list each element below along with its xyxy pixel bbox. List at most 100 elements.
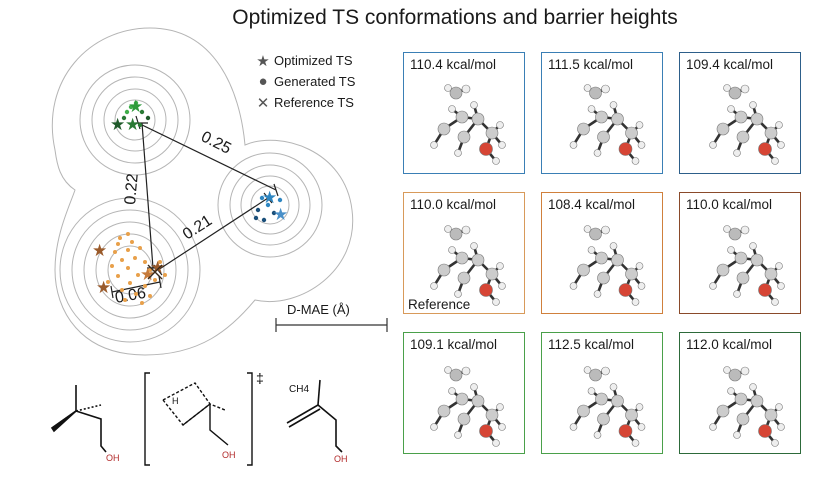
- ts-oh-label: OH: [222, 450, 236, 460]
- atom: [595, 110, 608, 124]
- atom: [723, 84, 731, 92]
- atom: [569, 282, 578, 290]
- atom: [455, 392, 469, 406]
- atom: [637, 141, 646, 149]
- atom: [593, 290, 602, 298]
- atom: [716, 263, 730, 277]
- atom: [771, 157, 779, 165]
- atom: [777, 282, 785, 290]
- atom: [496, 403, 504, 411]
- atom: [734, 392, 748, 406]
- atom: [485, 408, 499, 422]
- atom: [764, 408, 778, 422]
- panel-energy: 111.5 kcal/mol: [548, 57, 634, 72]
- atom: [611, 394, 624, 408]
- atom: [709, 282, 717, 290]
- atom: [587, 105, 596, 113]
- atom: [740, 366, 750, 376]
- green-cluster: ★ ★ ★: [110, 97, 151, 134]
- atom: [587, 246, 596, 254]
- ts-molecule: [144, 372, 253, 466]
- atom: [479, 142, 493, 156]
- atom: [444, 366, 452, 374]
- reference-label: Reference: [408, 297, 471, 312]
- atom: [593, 149, 602, 157]
- atom: [583, 225, 592, 233]
- atom: [485, 267, 499, 281]
- atom: [479, 424, 493, 438]
- atom: [716, 122, 730, 136]
- atom: [611, 253, 624, 267]
- atom: [723, 366, 731, 374]
- atom: [498, 423, 506, 431]
- atom: [728, 368, 742, 382]
- atom: [625, 126, 638, 140]
- atom: [461, 225, 471, 235]
- reactant-oh-label: OH: [106, 453, 120, 463]
- atom: [587, 387, 596, 395]
- atom: [455, 110, 469, 124]
- atom: [601, 84, 610, 94]
- atom: [635, 262, 644, 270]
- legend-row-reference: ✕ Reference TS: [252, 92, 392, 113]
- atom: [758, 424, 772, 438]
- atom: [577, 263, 590, 277]
- atom: [470, 383, 478, 391]
- atom: [618, 142, 633, 156]
- atom: [749, 242, 757, 250]
- panel-energy: 110.4 kcal/mol: [410, 57, 497, 72]
- product-oh-label: OH: [334, 454, 348, 464]
- atom: [461, 84, 471, 94]
- atom: [609, 383, 618, 391]
- atom: [777, 141, 785, 149]
- atom: [577, 404, 590, 418]
- orange-cluster: ★ ★ ★ ★: [92, 232, 167, 305]
- atom: [736, 271, 750, 285]
- atom: [749, 383, 757, 391]
- atom: [734, 110, 748, 124]
- atom: [631, 439, 640, 447]
- atom: [625, 408, 638, 422]
- atom: [471, 112, 485, 126]
- atom: [457, 130, 471, 144]
- panel-6: 110.0 kcal/mol: [679, 192, 801, 314]
- atom: [449, 227, 463, 241]
- atom: [448, 246, 456, 254]
- atom: [448, 387, 456, 395]
- bracket-blue-orange: [153, 192, 273, 276]
- product-ch4-label: CH4: [289, 384, 309, 395]
- atom: [736, 130, 750, 144]
- atom: [595, 251, 608, 265]
- atom: [437, 404, 451, 418]
- atom: [470, 242, 478, 250]
- atom: [618, 424, 633, 438]
- ts-h-label: H: [172, 396, 179, 406]
- atom: [479, 283, 493, 297]
- atom: [457, 271, 471, 285]
- panel-energy: 109.1 kcal/mol: [410, 337, 498, 352]
- atom: [454, 290, 462, 298]
- atom: [449, 86, 463, 100]
- atom: [764, 126, 778, 140]
- atom: [461, 366, 471, 376]
- atom: [492, 298, 500, 306]
- atom: [727, 246, 735, 254]
- atom: [771, 298, 779, 306]
- atom: [734, 251, 748, 265]
- atom: [430, 282, 438, 290]
- atom: [470, 101, 478, 109]
- product-molecule: [286, 379, 343, 453]
- atom: [631, 157, 640, 165]
- panel-energy: 112.5 kcal/mol: [548, 337, 635, 352]
- atom: [457, 412, 471, 426]
- panel-8: 112.5 kcal/mol: [541, 332, 663, 454]
- svg-text:★: ★: [92, 241, 107, 260]
- atom: [601, 225, 610, 235]
- figure-title: Optimized TS conformations and barrier h…: [232, 6, 678, 29]
- atom: [498, 282, 506, 290]
- atom: [444, 225, 452, 233]
- panel-5: 108.4 kcal/mol: [541, 192, 663, 314]
- atom: [771, 439, 779, 447]
- svg-text:★: ★: [110, 115, 125, 134]
